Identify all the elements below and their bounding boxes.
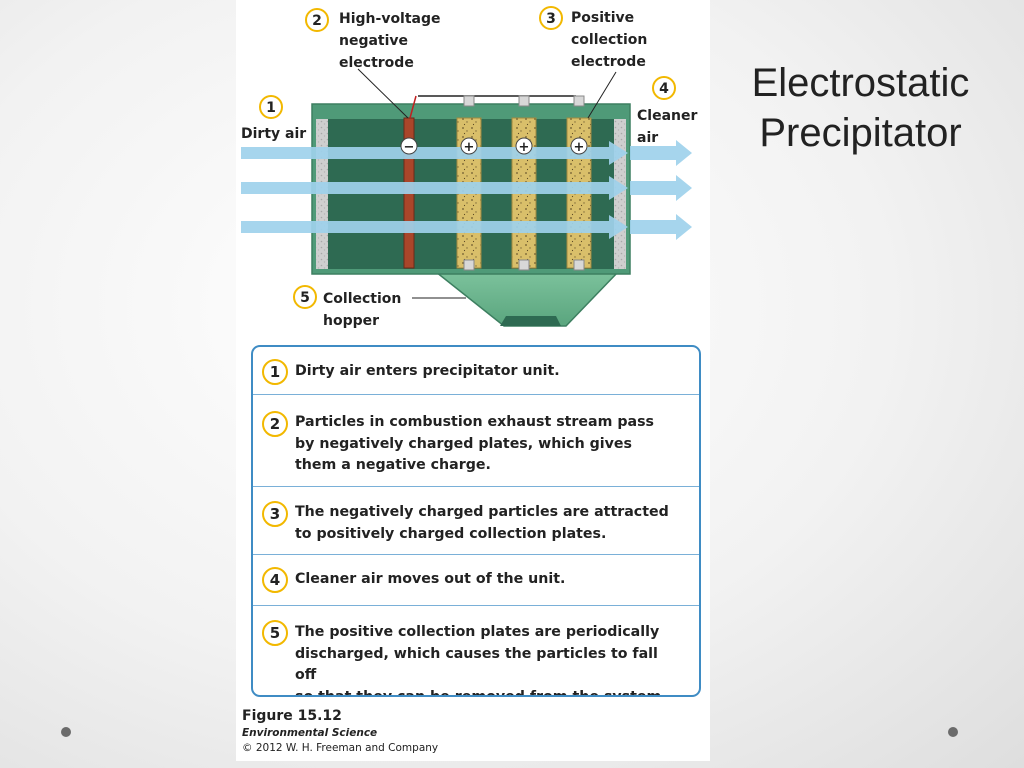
step-1-number: 1 [262,359,288,385]
electrode-wire-red [409,95,417,119]
collection-leader-line [587,71,617,119]
book-title: Environmental Science [242,727,378,739]
airflow-band-2 [241,182,609,194]
step-2-line-3: them a negative charge. [295,457,491,473]
hopper-label-line-1: Collection [323,291,401,307]
marker-3: 3 [546,11,556,27]
cleaner-air-label-line-1: Cleaner [637,108,697,124]
step-1-line-1: Dirty air enters precipitator unit. [295,363,560,379]
step-2-line-2: by negatively charged plates, which give… [295,435,632,452]
step-5-line-3: so that they can be removed from the sys… [295,688,667,697]
marker-3-ring [539,6,563,30]
step-4-text: Cleaner air moves out of the unit. [295,569,679,591]
step-4-line-1: Cleaner air moves out of the unit. [295,571,566,587]
step-1: 1 Dirty air enters precipitator unit. [253,347,699,395]
step-2-number: 2 [262,411,288,437]
marker-5: 5 [300,290,310,306]
inner-arrow-head-1 [609,141,628,165]
step-3-text: The negatively charged particles are att… [295,502,679,545]
step-3-number: 3 [262,501,288,527]
copyright-notice: © 2012 W. H. Freeman and Company [242,742,439,754]
airflow-arrows [241,140,692,240]
marker-2-ring [305,8,329,32]
figure-number: Figure 15.12 [242,708,342,724]
cleaner-air-label-line-2: air [637,130,658,146]
plate-terminal-3 [573,95,585,107]
slide-title-line-2: Precipitator [759,111,962,155]
electrode-label-line-1: High-voltage [339,11,441,27]
plate-base-3 [573,259,585,271]
inner-arrow-head-3 [609,215,628,239]
hopper-opening [500,316,561,326]
step-2-line-1: Particles in combustion exhaust stream p… [295,414,654,430]
step-3-line-2: to positively charged collection plates. [295,525,607,542]
slide-title-line-1: Electrostatic [751,61,970,105]
process-steps-box: 1 Dirty air enters precipitator unit. 2 … [251,345,701,697]
negative-charge-symbol: − [404,140,415,155]
marker-1: 1 [266,100,276,116]
step-1-text: Dirty air enters precipitator unit. [295,361,679,383]
step-3: 3 The negatively charged particles are a… [253,487,699,555]
outlet-arrow-2 [630,175,692,201]
inner-arrow-head-2 [609,176,628,200]
airflow-band-3 [241,221,609,233]
outlet-arrow-1 [630,140,692,166]
step-2-text: Particles in combustion exhaust stream p… [295,412,679,477]
electrode-leader-line [357,68,409,119]
marker-2: 2 [312,13,322,29]
step-4-number: 4 [262,567,288,593]
slide-bullet-right [948,727,958,737]
collection-label-line-2: collection [571,32,647,48]
airflow-band-1 [241,147,609,159]
dirty-air-label: Dirty air [241,126,306,142]
slide-bullet-left [61,727,71,737]
plate-terminal-2 [518,95,530,107]
plate-base-1 [463,259,475,271]
positive-charge-marker-2 [515,137,533,155]
figure-panel: − + + + 1 2 3 4 5 Dirty air High-voltage… [236,0,710,761]
step-5-number: 5 [262,620,288,646]
step-5-line-2: discharged, which causes the particles t… [295,645,658,684]
outlet-arrow-3 [630,214,692,240]
slide-title: Electrostatic Precipitator [728,58,993,158]
precipitator-diagram: − + + + 1 2 3 4 5 Dirty air High-voltage… [241,6,697,329]
step-4: 4 Cleaner air moves out of the unit. [253,555,699,606]
positive-charge-marker-1 [460,137,478,155]
marker-4-ring [652,76,676,100]
plate-base-2 [518,259,530,271]
electrode-label-line-3: electrode [339,55,414,71]
marker-4: 4 [659,81,669,97]
hopper-label-line-2: hopper [323,313,379,329]
positive-charge-symbol-1: + [464,140,475,155]
electrode-label-line-2: negative [339,33,408,49]
figure-caption: Figure 15.12 Environmental Science © 201… [242,706,438,756]
positive-charge-symbol-3: + [574,140,585,155]
positive-charge-marker-3 [570,137,588,155]
marker-5-ring [293,285,317,309]
step-5-line-1: The positive collection plates are perio… [295,624,660,640]
step-5-text: The positive collection plates are perio… [295,622,679,697]
marker-1-ring [259,95,283,119]
negative-charge-marker [400,137,418,155]
positive-charge-symbol-2: + [519,140,530,155]
collection-label-line-3: electrode [571,54,646,70]
step-2: 2 Particles in combustion exhaust stream… [253,395,699,487]
collection-label-line-1: Positive [571,10,634,26]
plate-terminal-1 [463,95,475,107]
step-3-line-1: The negatively charged particles are att… [295,504,669,520]
step-5: 5 The positive collection plates are per… [253,606,699,697]
